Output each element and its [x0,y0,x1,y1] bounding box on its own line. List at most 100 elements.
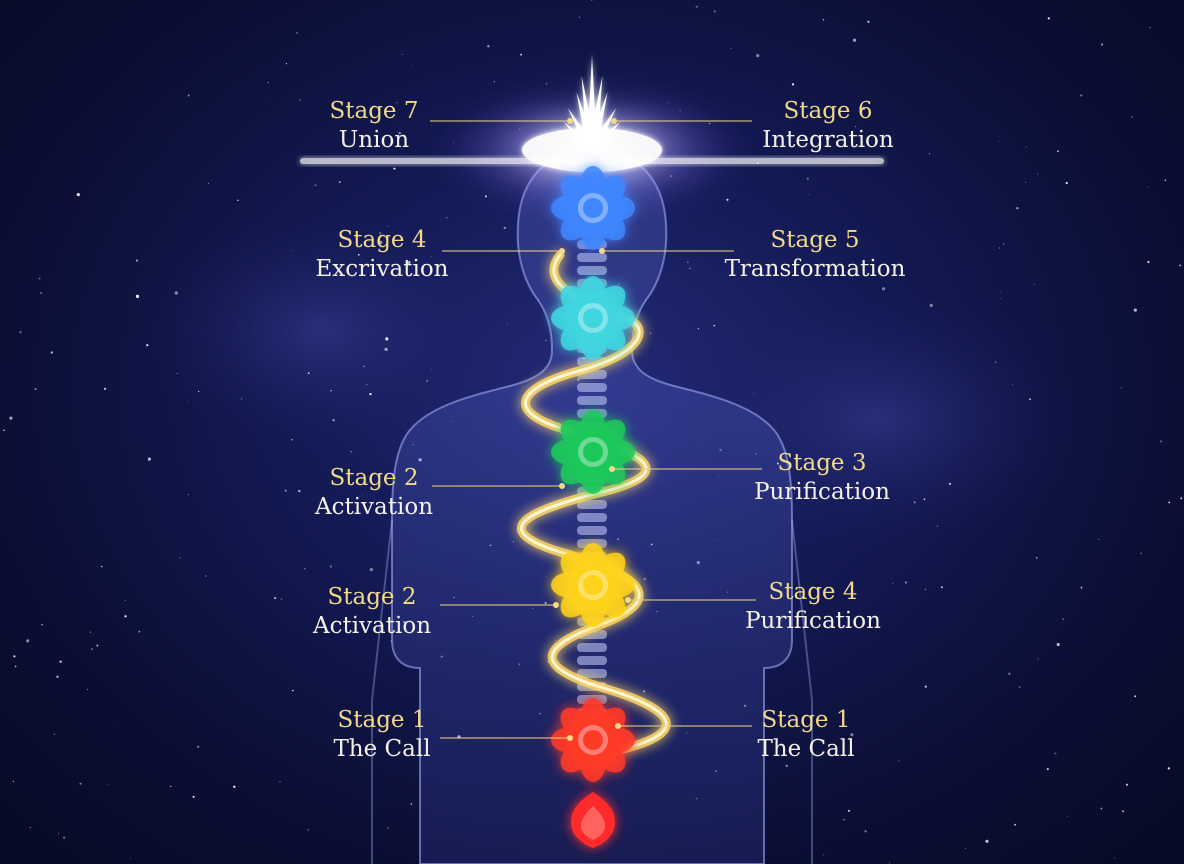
star [1098,538,1100,540]
star [822,19,825,21]
connector-dot [553,602,559,608]
star [12,780,14,782]
star [387,225,389,227]
stage-number: Stage 5 [770,227,860,253]
star [114,720,115,721]
label-stage4-excrivation: Stage 4 Excrivation [316,226,449,284]
star [940,586,943,589]
star [90,648,94,651]
vertebra [577,669,607,678]
label-stage1-the-call-right: Stage 1 The Call [757,706,854,764]
star [146,344,149,347]
star [1029,398,1031,401]
label-stage1-the-call-left: Stage 1 The Call [333,706,430,764]
connector-dot [615,723,621,729]
star [689,267,691,269]
star [995,361,997,363]
connector-dot [625,597,631,603]
star [26,639,30,643]
star [806,177,809,180]
star [1057,150,1059,153]
star [384,347,388,351]
star [924,588,927,591]
star [314,184,317,187]
star [1000,298,1002,300]
stage-name: The Call [757,736,855,762]
star [545,82,548,85]
vertebra [577,526,607,535]
star [378,231,382,235]
stage-name: Purification [745,608,881,634]
connector-dot [609,466,615,472]
star [1148,186,1149,188]
star [484,195,487,198]
star [1003,243,1005,245]
vertebra [577,643,607,652]
star [1056,642,1060,647]
star [38,277,41,280]
star [192,795,195,798]
star [847,809,850,812]
star [59,660,62,663]
stage-number: Stage 4 [337,227,427,253]
label-stage7-union: Stage 7 Union [330,97,419,155]
label-stage2-activation-lower: Stage 2 Activation [313,583,431,641]
star [103,387,107,391]
star [1122,810,1125,813]
vertebra [577,266,607,275]
star [291,439,293,441]
label-stage3-purification: Stage 3 Purification [754,449,890,507]
star [1179,264,1182,267]
star [1125,783,1128,786]
star [284,489,287,492]
star [298,489,301,493]
star [1018,686,1021,688]
star [50,351,53,354]
star [1054,752,1057,755]
star [179,557,181,559]
crown-halo-icon [300,55,884,210]
star [174,291,178,295]
star [862,106,866,111]
stage-number: Stage 3 [777,450,867,476]
star [1062,618,1064,620]
star [864,830,867,833]
star [296,32,298,34]
star [1164,179,1167,181]
star [726,198,729,201]
star [58,832,59,834]
star [1065,181,1068,185]
connector-dot [611,118,617,124]
star [56,675,59,678]
star [882,287,886,291]
star [1160,440,1163,443]
star [398,132,401,135]
star [1047,17,1050,20]
star [1134,695,1137,698]
label-stage5-transformation: Stage 5 Transformation [725,226,906,284]
star [396,102,398,104]
star [86,689,89,691]
star [101,565,103,568]
star [138,630,141,633]
sacral-chakra-icon [551,698,635,782]
stage-name: Purification [754,479,890,505]
third-eye-chakra-icon [551,276,635,360]
star [1167,767,1170,770]
star [34,388,37,391]
star [124,615,127,618]
stage-name: The Call [333,736,431,762]
star [695,5,698,8]
star [116,606,118,608]
star [998,247,1000,249]
vertebra [577,656,607,665]
stage-name: Activation [314,494,434,520]
star [53,733,56,735]
star [1067,816,1068,817]
star [279,781,281,783]
star [855,126,857,128]
star [1147,261,1150,264]
star [825,136,830,140]
star [929,303,933,307]
